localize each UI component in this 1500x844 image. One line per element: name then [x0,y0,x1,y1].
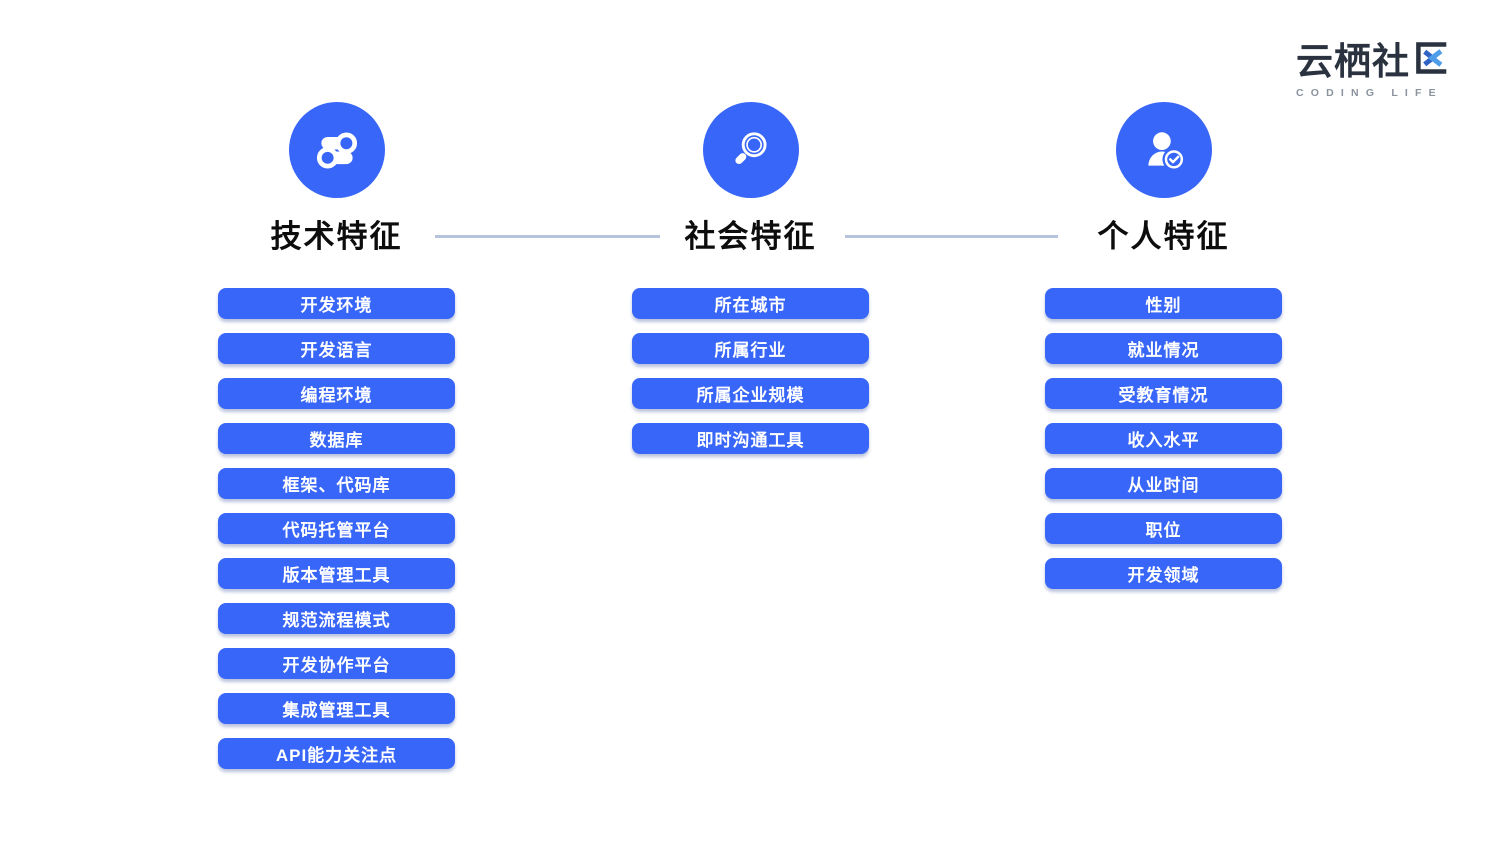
magnifier-icon [702,102,799,198]
logo-title: 云栖社 [1296,40,1456,82]
person-check-icon [1115,102,1212,198]
feature-pill[interactable]: API能力关注点 [218,738,455,769]
feature-pill[interactable]: 开发环境 [218,288,455,319]
feature-pill[interactable]: 就业情况 [1045,333,1282,364]
brand-logo: 云栖社 CODING LIFE [1296,40,1456,99]
feature-pill[interactable]: 数据库 [218,423,455,454]
feature-pill[interactable]: 收入水平 [1045,423,1282,454]
column-title-social: 社会特征 [684,219,817,254]
feature-pill[interactable]: 规范流程模式 [218,603,455,634]
column-title-personal: 个人特征 [1097,219,1230,254]
logo-qu-glyph [1413,40,1449,82]
feature-pill[interactable]: 所属企业规模 [632,378,869,409]
feature-pill[interactable]: 职位 [1045,513,1282,544]
connector-line-social-personal [845,235,1058,238]
feature-pill[interactable]: 框架、代码库 [218,468,455,499]
column-title-technical: 技术特征 [270,219,403,254]
logo-subtitle: CODING LIFE [1296,87,1443,99]
feature-pill[interactable]: 所属行业 [632,333,869,364]
feature-pill[interactable]: 开发领域 [1045,558,1282,589]
column-personal-features: 个人特征 性别 就业情况 受教育情况 收入水平 从业时间 职位 开发领域 [1045,102,1282,589]
logo-text: 云栖社 [1296,40,1410,82]
connector-line-tech-social [435,235,660,238]
feature-pill[interactable]: 版本管理工具 [218,558,455,589]
feature-pill[interactable]: 编程环境 [218,378,455,409]
feature-pill[interactable]: 受教育情况 [1045,378,1282,409]
toggles-icon [288,102,385,198]
feature-pill[interactable]: 开发协作平台 [218,648,455,679]
feature-pill[interactable]: 开发语言 [218,333,455,364]
feature-pill[interactable]: 性别 [1045,288,1282,319]
feature-pill[interactable]: 所在城市 [632,288,869,319]
pill-list-technical: 开发环境 开发语言 编程环境 数据库 框架、代码库 代码托管平台 版本管理工具 … [218,288,455,769]
feature-pill[interactable]: 代码托管平台 [218,513,455,544]
column-technical-features: 技术特征 开发环境 开发语言 编程环境 数据库 框架、代码库 代码托管平台 版本… [218,102,455,769]
pill-list-personal: 性别 就业情况 受教育情况 收入水平 从业时间 职位 开发领域 [1045,288,1282,589]
feature-pill[interactable]: 即时沟通工具 [632,423,869,454]
feature-pill[interactable]: 集成管理工具 [218,693,455,724]
pill-list-social: 所在城市 所属行业 所属企业规模 即时沟通工具 [632,288,869,454]
feature-pill[interactable]: 从业时间 [1045,468,1282,499]
column-social-features: 社会特征 所在城市 所属行业 所属企业规模 即时沟通工具 [632,102,869,454]
